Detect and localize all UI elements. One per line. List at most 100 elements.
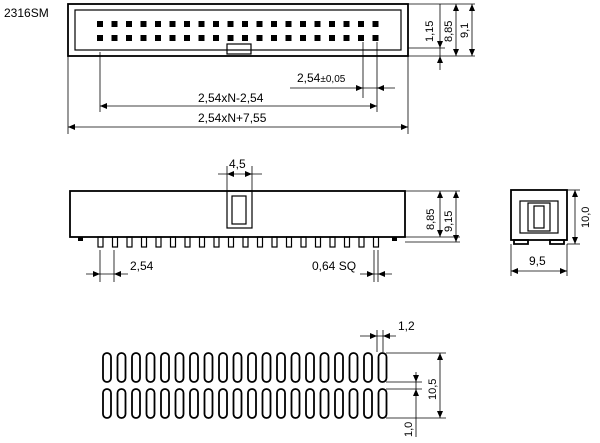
top-pin bbox=[372, 35, 379, 41]
front-pin bbox=[300, 236, 307, 248]
front-pin bbox=[198, 236, 206, 248]
dim-front-height-total: 9,15 bbox=[443, 211, 455, 232]
footprint-pad bbox=[319, 388, 330, 419]
footprint-pad bbox=[174, 388, 185, 419]
front-pin bbox=[126, 236, 133, 248]
front-pin bbox=[358, 236, 365, 248]
footprint-pad-array bbox=[102, 352, 388, 419]
dim-footprint-pad-height: 10,5 bbox=[427, 379, 439, 400]
dim-top-pitch: 2,54±0,05 bbox=[297, 71, 346, 85]
top-pin bbox=[97, 21, 103, 27]
front-view-pin-row bbox=[78, 236, 397, 248]
footprint-pad bbox=[203, 388, 214, 419]
footprint-pad bbox=[305, 388, 315, 419]
dim-top-pin-span: 2,54xN-2,54 bbox=[198, 91, 264, 105]
dim-side-width: 9,5 bbox=[529, 254, 546, 268]
top-pin bbox=[198, 21, 205, 27]
top-pin bbox=[184, 21, 190, 27]
top-pin bbox=[329, 35, 335, 41]
footprint-pad bbox=[247, 388, 257, 419]
top-pin bbox=[358, 35, 364, 41]
footprint-pad bbox=[290, 388, 301, 419]
footprint-pad bbox=[116, 352, 127, 383]
footprint-pad bbox=[377, 352, 388, 383]
front-pin bbox=[271, 236, 278, 248]
front-pin bbox=[111, 236, 119, 248]
front-pin bbox=[314, 236, 322, 248]
top-pin bbox=[184, 35, 190, 41]
front-pin bbox=[343, 236, 351, 248]
top-view-inner-wall bbox=[74, 9, 402, 51]
footprint-pad bbox=[261, 352, 272, 383]
footprint-pad bbox=[218, 388, 228, 419]
top-view: 1,15 8,85 9,1 2,54±0,05 2,54xN-2,54 2,54… bbox=[67, 3, 475, 134]
front-pin bbox=[169, 236, 177, 248]
side-view-body bbox=[510, 189, 568, 241]
top-pin bbox=[256, 35, 263, 41]
footprint-view: 1,2 10,5 1,0 bbox=[102, 319, 446, 437]
dim-front-pitch: 2,54 bbox=[130, 259, 154, 273]
top-pin bbox=[343, 35, 350, 41]
top-pin bbox=[271, 21, 277, 27]
front-pin bbox=[285, 236, 293, 248]
top-pin bbox=[126, 35, 132, 41]
front-view-key-slot bbox=[226, 190, 253, 229]
footprint-pad bbox=[131, 388, 141, 419]
side-view-feet bbox=[513, 239, 565, 245]
top-pin bbox=[97, 35, 103, 41]
top-pin bbox=[358, 21, 364, 27]
front-foot bbox=[78, 237, 83, 241]
top-pin bbox=[155, 35, 161, 41]
footprint-pad bbox=[116, 388, 127, 419]
footprint-pad bbox=[160, 388, 170, 419]
footprint-pad bbox=[232, 352, 243, 383]
top-pin bbox=[213, 21, 219, 27]
footprint-pad bbox=[232, 388, 243, 419]
dim-front-pin-size: 0,64 SQ bbox=[312, 259, 356, 273]
front-pin bbox=[155, 236, 162, 248]
top-pin bbox=[213, 35, 219, 41]
footprint-pad bbox=[102, 352, 112, 383]
footprint-pad bbox=[305, 352, 315, 383]
front-view-body bbox=[69, 190, 406, 238]
dim-top-height-inner: 1,15 bbox=[424, 21, 436, 42]
dim-top-total-length: 2,54xN+7,55 bbox=[198, 111, 267, 125]
footprint-pad bbox=[377, 388, 388, 419]
top-pin bbox=[285, 35, 292, 41]
top-pin bbox=[242, 35, 248, 41]
footprint-pad bbox=[189, 388, 199, 419]
top-pin bbox=[198, 35, 205, 41]
top-pin bbox=[169, 35, 176, 41]
front-pin bbox=[329, 236, 336, 248]
top-pin bbox=[111, 35, 118, 41]
front-pin bbox=[140, 236, 148, 248]
front-pin bbox=[256, 236, 264, 248]
dim-front-height-body: 8,85 bbox=[425, 209, 437, 230]
top-pin bbox=[314, 35, 321, 41]
footprint-pad bbox=[102, 388, 112, 419]
dim-side-height: 10,0 bbox=[580, 207, 592, 228]
top-pin bbox=[169, 21, 176, 27]
top-view-body bbox=[67, 3, 409, 57]
front-pin bbox=[227, 236, 235, 248]
dim-top-height-mid: 8,85 bbox=[443, 21, 455, 42]
footprint-pad bbox=[189, 352, 199, 383]
footprint-pad bbox=[160, 352, 170, 383]
footprint-pad bbox=[218, 352, 228, 383]
front-pin bbox=[97, 236, 104, 248]
front-pin bbox=[372, 236, 380, 248]
top-pin bbox=[300, 21, 306, 27]
top-pin bbox=[256, 21, 263, 27]
footprint-pad bbox=[290, 352, 301, 383]
top-pin bbox=[140, 21, 147, 27]
footprint-pad bbox=[203, 352, 214, 383]
polarization-key bbox=[226, 43, 252, 55]
front-view: 4,5 8,85 9,15 2,54 0,64 SQ bbox=[69, 157, 460, 282]
top-pin bbox=[227, 21, 234, 27]
footprint-pad bbox=[363, 388, 373, 419]
dim-footprint-pad-gap: 1,0 bbox=[403, 422, 415, 437]
top-pin bbox=[300, 35, 306, 41]
part-code: 2316SM bbox=[4, 6, 49, 20]
footprint-pad bbox=[334, 352, 344, 383]
footprint-pad bbox=[145, 352, 156, 383]
